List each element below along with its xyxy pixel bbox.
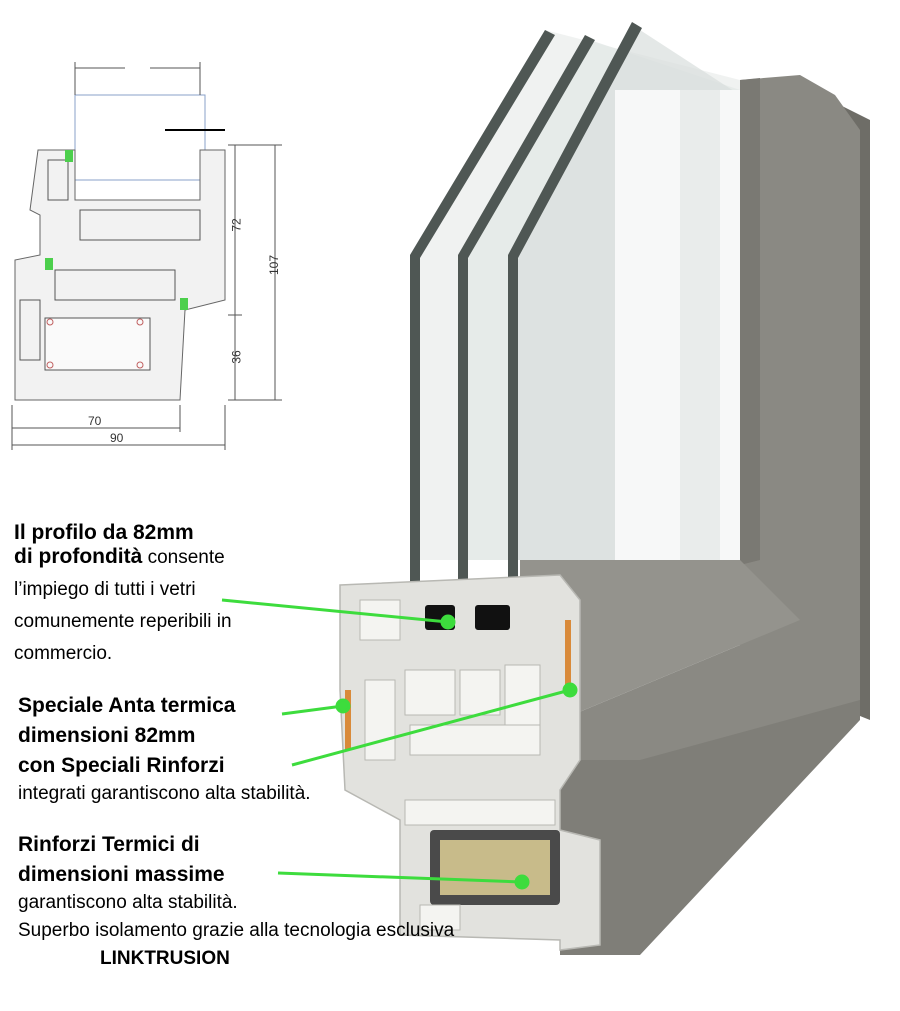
callout-glass-depth: Il profilo da 82mm di profondità consent… [14,521,344,666]
callout-dot-1 [440,614,456,630]
callout-1-rest-2: consente [142,547,225,568]
callout-2-title-2: dimensioni 82mm [18,724,196,747]
callout-dot-3 [514,874,530,890]
callout-2-line-4: integrati garantiscono alta stabilità. [18,783,311,804]
callout-reinforcement: Rinforzi Termici di dimensioni massime g… [18,833,518,971]
window-frame [520,75,870,955]
callout-1-line-4: comunemente reperibili in [14,611,232,632]
callout-1-title: Il profilo da 82mm [14,521,194,544]
callout-thermal-sash: Speciale Anta termica dimensioni 82mm co… [18,694,378,806]
callout-2-title-3: con Speciali Rinforzi [18,754,225,777]
dimension-107: 107 [267,254,282,276]
callout-dot-2b [562,682,578,698]
dimension-90: 90 [110,431,124,445]
callout-lines [221,598,578,890]
dimension-70: 70 [88,414,102,428]
triple-glazing [410,22,740,620]
callout-1-title-2: di profondità [14,545,143,568]
callout-3-title-1: Rinforzi Termici di [18,833,200,856]
callout-1-line-3: l’impiego di tutti i vetri [14,579,196,600]
callout-1-line-5: commercio. [14,643,113,664]
callout-3-line-3: garantiscono alta stabilità. [18,892,238,913]
callout-dot-2a [335,698,351,714]
callout-3-title-2: dimensioni massime [18,863,225,886]
callout-3-line-4: Superbo isolamento grazie alla tecnologi… [18,920,455,941]
callout-3-brand: LINKTRUSION [100,948,230,969]
callout-1-line-2: di profondità consente [14,545,344,570]
dimension-36: 36 [229,350,244,364]
pvc-profile-section [339,574,601,951]
technical-drawing [11,62,282,450]
dimension-72: 72 [229,218,244,232]
callout-2-title-1: Speciale Anta termica [18,694,236,717]
